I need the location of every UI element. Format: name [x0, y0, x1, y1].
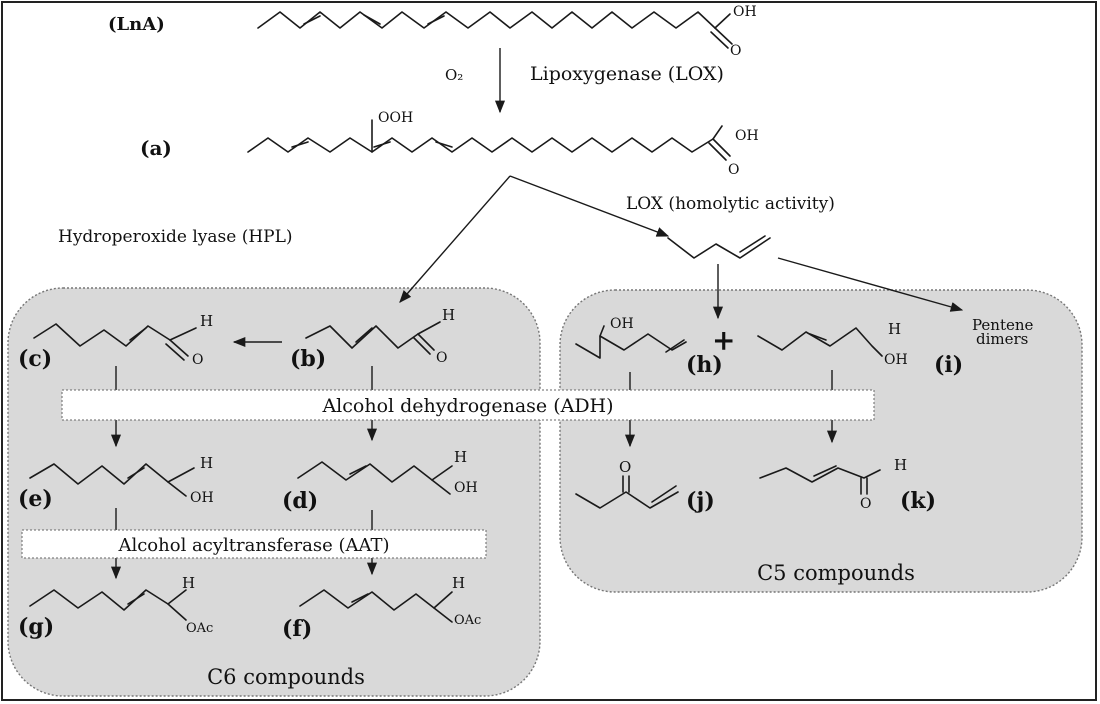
pentene-radical-structure [667, 235, 771, 259]
adh-enzyme-label: Alcohol dehydrogenase (ADH) [321, 395, 613, 417]
f-oac-label: OAc [454, 613, 481, 628]
b-h-label: H [442, 306, 455, 324]
plus-sign: + [712, 324, 735, 357]
c6-group-label: C6 compounds [207, 665, 365, 689]
b-label: (b) [290, 346, 326, 372]
b-o-label: O [436, 350, 447, 366]
j-label: (j) [686, 488, 715, 514]
f-structure [299, 589, 453, 623]
e-h-label: H [200, 454, 213, 472]
c-structure [33, 323, 197, 361]
pentene-label: Pentene [972, 316, 1034, 334]
i-oh-label: OH [884, 352, 908, 368]
lox-homolytic-arrow [509, 175, 670, 237]
g-label: (g) [18, 614, 54, 640]
a-o-label: O [728, 162, 739, 178]
g-h-label: H [182, 574, 195, 592]
d-oh-label: OH [454, 480, 478, 496]
f-h-label: H [452, 574, 465, 592]
linolenic-acid-structure [257, 11, 733, 49]
d-structure [297, 461, 453, 495]
a-label: (a) [140, 136, 172, 160]
hpl-enzyme-label: Hydroperoxide lyase (HPL) [58, 227, 293, 247]
lox-homolytic-label: LOX (homolytic activity) [626, 194, 835, 214]
lna-o-label: O [730, 43, 741, 59]
hydroperoxide-structure [247, 119, 731, 161]
i-h-label: H [888, 320, 901, 338]
a-ooh-label: OOH [378, 110, 413, 126]
e-structure [29, 463, 195, 497]
j-o-label: O [619, 458, 631, 476]
j-structure [575, 475, 679, 509]
g-oac-label: OAc [186, 621, 213, 636]
a-oh-label: OH [735, 128, 759, 144]
d-h-label: H [454, 448, 467, 466]
lox-enzyme-label: Lipoxygenase (LOX) [530, 63, 724, 85]
e-label: (e) [18, 486, 53, 512]
i-label: (i) [934, 352, 963, 378]
hpl-arrow [399, 175, 511, 303]
b-structure [305, 321, 441, 355]
k-structure [759, 465, 881, 495]
dimers-label: dimers [976, 330, 1028, 348]
c-h-label: H [200, 312, 213, 330]
g-structure [29, 589, 187, 621]
c-o-label: O [192, 352, 203, 368]
c-label: (c) [18, 346, 52, 372]
aat-enzyme-label: Alcohol acyltransferase (AAT) [117, 535, 389, 556]
h-oh-label: OH [610, 316, 634, 332]
h-label: (h) [686, 352, 723, 378]
d-label: (d) [282, 488, 318, 514]
i-structure [757, 327, 883, 357]
c5-compounds-box [559, 289, 1083, 593]
adh-band [61, 389, 875, 421]
c5-group-label: C5 compounds [757, 561, 915, 585]
h-structure [575, 325, 687, 359]
lna-oh-label: OH [733, 4, 757, 20]
k-h-label: H [894, 456, 907, 474]
k-o-label: O [860, 496, 871, 512]
o2-label: O₂ [445, 66, 463, 84]
f-label: (f) [282, 616, 312, 642]
lna-label: (LnA) [108, 14, 165, 35]
k-label: (k) [900, 488, 936, 514]
aat-band [21, 529, 487, 559]
pentene-dimers-arrow [777, 257, 964, 312]
e-oh-label: OH [190, 490, 214, 506]
